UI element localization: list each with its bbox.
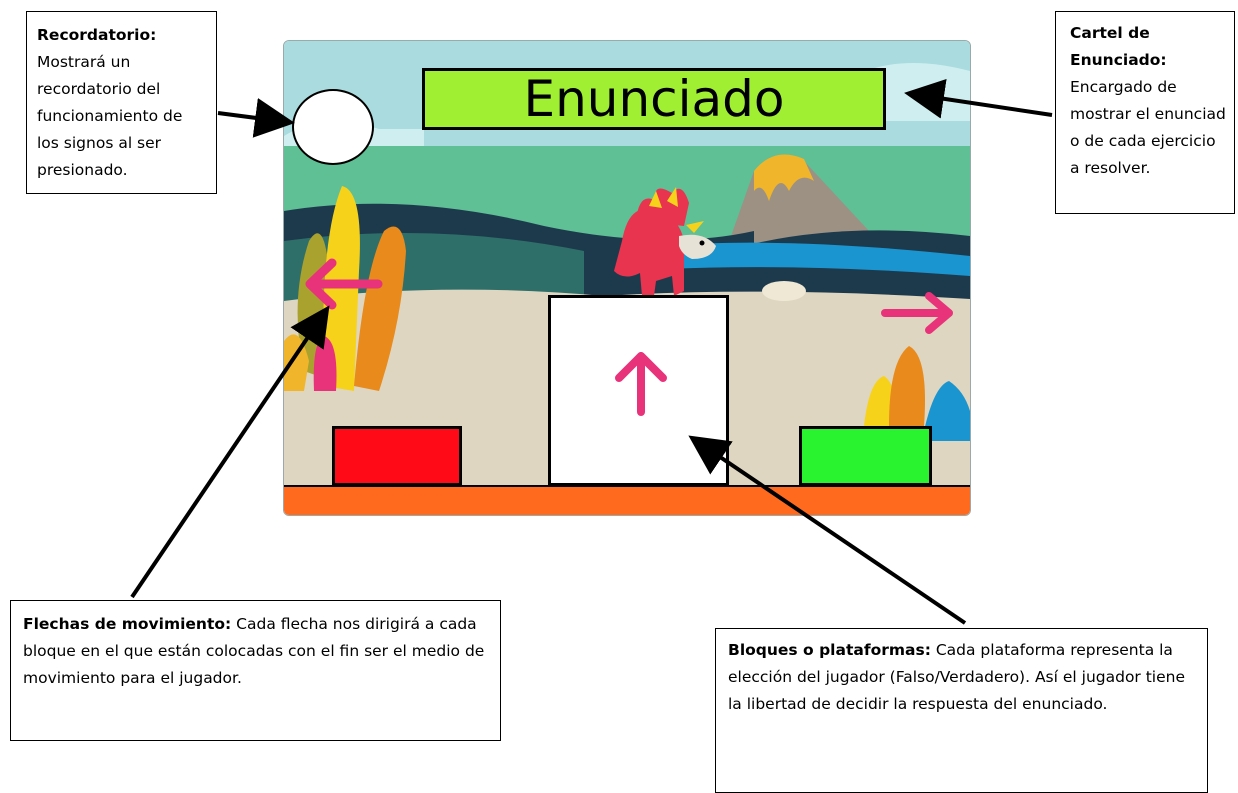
- note-flechas: Flechas de movimiento: Cada flecha nos d…: [10, 600, 501, 741]
- note-cartel: Cartel de Enunciado: Encargado de mostra…: [1055, 11, 1235, 214]
- title-sign: Enunciado: [422, 68, 886, 130]
- note-recordatorio: Recordatorio: Mostrará un recordatorio d…: [26, 11, 217, 194]
- block-false[interactable]: [332, 426, 462, 486]
- arrow-up-icon[interactable]: [611, 348, 671, 418]
- note-bloques: Bloques o plataformas: Cada plataforma r…: [715, 628, 1208, 793]
- note-bloques-title: Bloques o plataformas:: [728, 641, 931, 659]
- block-true[interactable]: [799, 426, 932, 486]
- arrow-right-icon[interactable]: [879, 291, 959, 335]
- pointer-flechas: [130, 305, 330, 599]
- reminder-button[interactable]: [292, 89, 374, 165]
- note-flechas-body: Cada flecha nos dirigirá a cada bloque e…: [23, 615, 485, 687]
- arrow-left-icon[interactable]: [302, 257, 384, 311]
- pointer-recordatorio: [217, 98, 295, 138]
- note-cartel-body: Encargado de mostrar el enunciad o de ca…: [1070, 78, 1226, 177]
- dinosaur-character: [614, 187, 716, 296]
- note-flechas-title: Flechas de movimiento:: [23, 615, 232, 633]
- floor: [284, 485, 970, 515]
- note-cartel-title: Cartel de Enunciado:: [1070, 24, 1167, 69]
- note-recordatorio-body: Mostrará un recordatorio del funcionamie…: [37, 53, 183, 179]
- note-recordatorio-title: Recordatorio:: [37, 26, 157, 44]
- game-screen: Enunciado: [283, 40, 971, 516]
- pointer-bloques: [688, 435, 967, 625]
- pointer-cartel: [904, 78, 1053, 119]
- note-bloques-body: Cada plataforma representa la elección d…: [728, 641, 1186, 713]
